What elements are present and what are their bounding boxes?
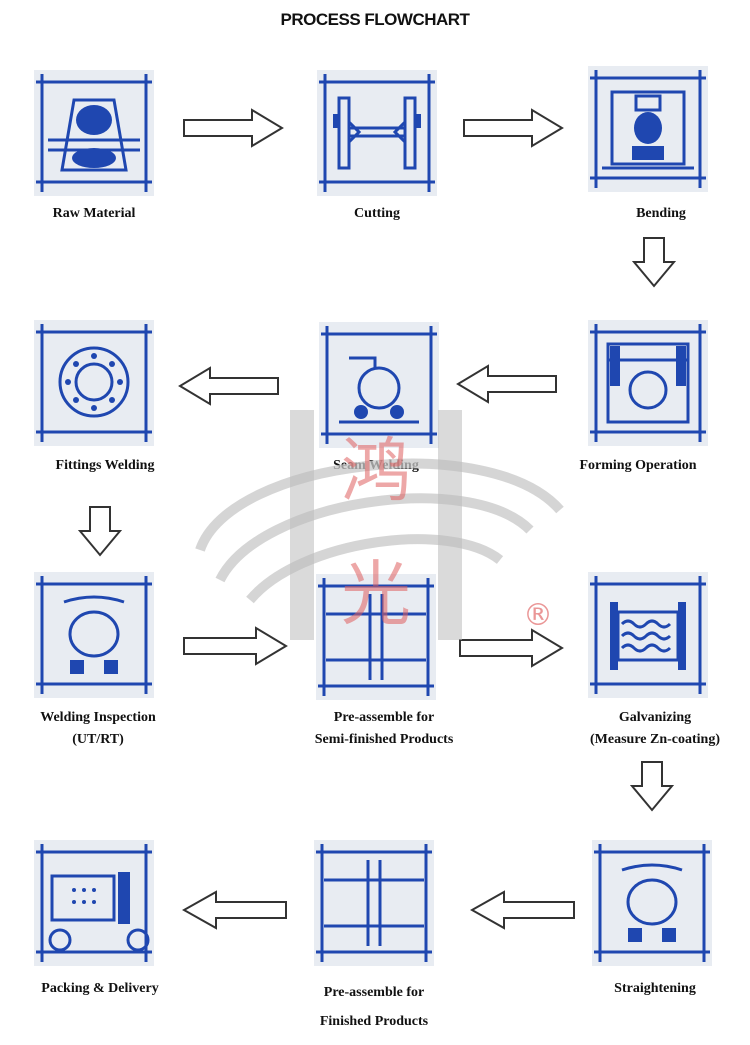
step-raw-material-label: Raw Material [52, 206, 136, 221]
forming-operation-icon [590, 324, 706, 442]
step-welding-inspection-box [34, 572, 154, 698]
arrow-right-3 [183, 626, 288, 666]
step-pre-assemble-semi-box [316, 574, 436, 700]
arrow-left-4 [182, 890, 287, 930]
arrow-right-4 [459, 628, 564, 668]
step-pre-assemble-finished-box [314, 840, 434, 966]
arrow-right-2 [463, 108, 564, 148]
step-straightening-label: Straightening [614, 981, 696, 996]
step-galvanizing-box [588, 572, 708, 698]
step-straightening-box [592, 840, 712, 966]
step-fittings-welding-box [34, 320, 154, 446]
page-title: PROCESS FLOWCHART [280, 10, 470, 29]
step-bending-label: Bending [636, 206, 686, 221]
arrow-down-2 [78, 506, 122, 557]
step-forming-operation-box [588, 320, 708, 446]
step-seam-welding-label: Seam Welding [333, 458, 419, 473]
step-cutting-box [317, 70, 437, 196]
welding-inspection-icon [36, 576, 152, 694]
arrow-down-3 [630, 761, 674, 812]
pre-assemble-finished-icon [316, 844, 432, 962]
fittings-welding-icon [36, 324, 152, 442]
step-welding-inspection-label: Welding Inspection(UT/RT) [40, 710, 156, 747]
step-galvanizing-label: Galvanizing(Measure Zn-coating) [590, 710, 720, 747]
arrow-down-1 [632, 237, 676, 288]
step-forming-operation-label: Forming Operation [579, 458, 697, 473]
step-bending-box [588, 66, 708, 192]
step-packing-delivery-label: Packing & Delivery [41, 981, 159, 996]
bending-icon [590, 70, 706, 188]
arrow-left-1 [456, 364, 557, 404]
step-raw-material-box [34, 70, 154, 196]
step-cutting-label: Cutting [354, 206, 400, 221]
step-packing-delivery-box [34, 840, 154, 966]
arrow-left-3 [470, 890, 575, 930]
raw-material-icon [36, 74, 152, 192]
seam-welding-icon [321, 326, 437, 444]
pre-assemble-icon [318, 578, 434, 696]
straightening-icon [594, 844, 710, 962]
arrow-left-2 [178, 366, 279, 406]
cutting-icon [319, 74, 435, 192]
arrow-right-1 [183, 108, 284, 148]
packing-delivery-icon [36, 844, 152, 962]
step-seam-welding-box [319, 322, 439, 448]
galvanizing-icon [590, 576, 706, 694]
step-fittings-welding-label: Fittings Welding [55, 458, 155, 473]
